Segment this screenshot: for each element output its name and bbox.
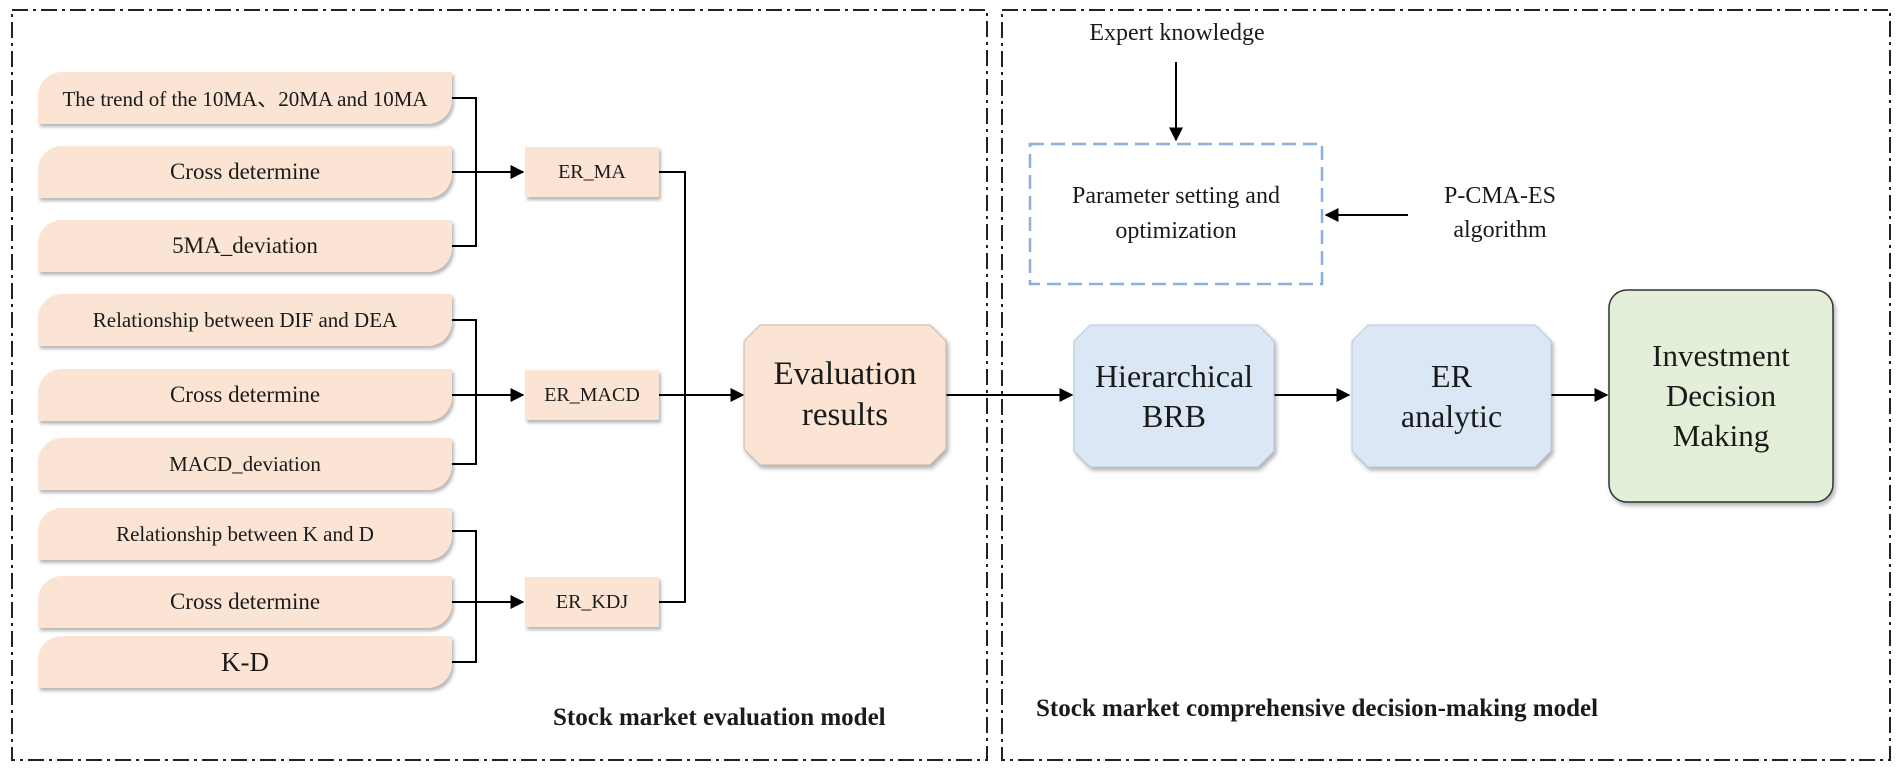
evaluation-octagon xyxy=(743,324,947,466)
indicator-ma-deviation: 5MA_deviation xyxy=(38,220,452,272)
algorithm-line2: algorithm xyxy=(1453,216,1547,243)
er-merge-bracket xyxy=(659,171,686,603)
indicator-kdj-cross: Cross determine xyxy=(38,576,452,628)
brb-octagon xyxy=(1073,324,1275,468)
indicator-k-minus-d: K-D xyxy=(38,636,452,688)
er-analytic-octagon xyxy=(1351,324,1552,468)
decision-line2: Decision xyxy=(1665,377,1777,413)
indicator-k-d-relationship: Relationship between K and D xyxy=(38,508,452,560)
er-macd-node: ER_MACD xyxy=(525,370,659,420)
right-panel-title: Stock market comprehensive decision-maki… xyxy=(1036,695,1599,722)
er-kdj-node: ER_KDJ xyxy=(525,577,659,627)
investment-decision-making: Investment Decision Making xyxy=(1609,290,1833,502)
algorithm-label: P-CMA-ES algorithm xyxy=(1420,180,1580,247)
left-panel-frame xyxy=(11,9,988,761)
er-analytic-line1: ER xyxy=(1431,358,1472,394)
indicator-ma-cross: Cross determine xyxy=(38,146,452,198)
parameter-line2: optimization xyxy=(1115,218,1237,244)
evaluation-results-line1: Evaluation xyxy=(773,355,917,392)
er-analytic-line2: analytic xyxy=(1400,398,1503,434)
parameter-setting: Parameter setting and optimization xyxy=(1030,144,1322,284)
right-panel-frame xyxy=(1001,9,1891,761)
indicator-macd-deviation: MACD_deviation xyxy=(38,438,452,490)
evaluation-results: Evaluation results xyxy=(744,325,946,465)
indicator-dif-dea: Relationship between DIF and DEA xyxy=(38,294,452,346)
er-ma-node: ER_MA xyxy=(525,147,659,197)
expert-knowledge-label: Expert knowledge xyxy=(1089,20,1265,46)
indicator-macd-cross: Cross determine xyxy=(38,369,452,421)
indicator-ma-trend: The trend of the 10MA、20MA and 10MA xyxy=(38,72,452,124)
algorithm-line1: P-CMA-ES xyxy=(1443,183,1557,209)
parameter-box-border xyxy=(1028,142,1324,286)
er-analytic: ER analytic xyxy=(1352,325,1551,467)
hierarchical-brb-line2: BRB xyxy=(1141,398,1206,434)
evaluation-results-line2: results xyxy=(801,397,889,433)
hierarchical-brb: Hierarchical BRB xyxy=(1074,325,1274,467)
kdj-bracket xyxy=(452,530,477,663)
decision-line1: Investment xyxy=(1652,337,1790,373)
parameter-line1: Parameter setting and xyxy=(1072,183,1280,210)
decision-box xyxy=(1608,289,1834,503)
macd-bracket xyxy=(452,319,477,465)
decision-line3: Making xyxy=(1672,418,1770,454)
hierarchical-brb-line1: Hierarchical xyxy=(1094,358,1254,394)
left-panel-title: Stock market evaluation model xyxy=(553,704,886,731)
